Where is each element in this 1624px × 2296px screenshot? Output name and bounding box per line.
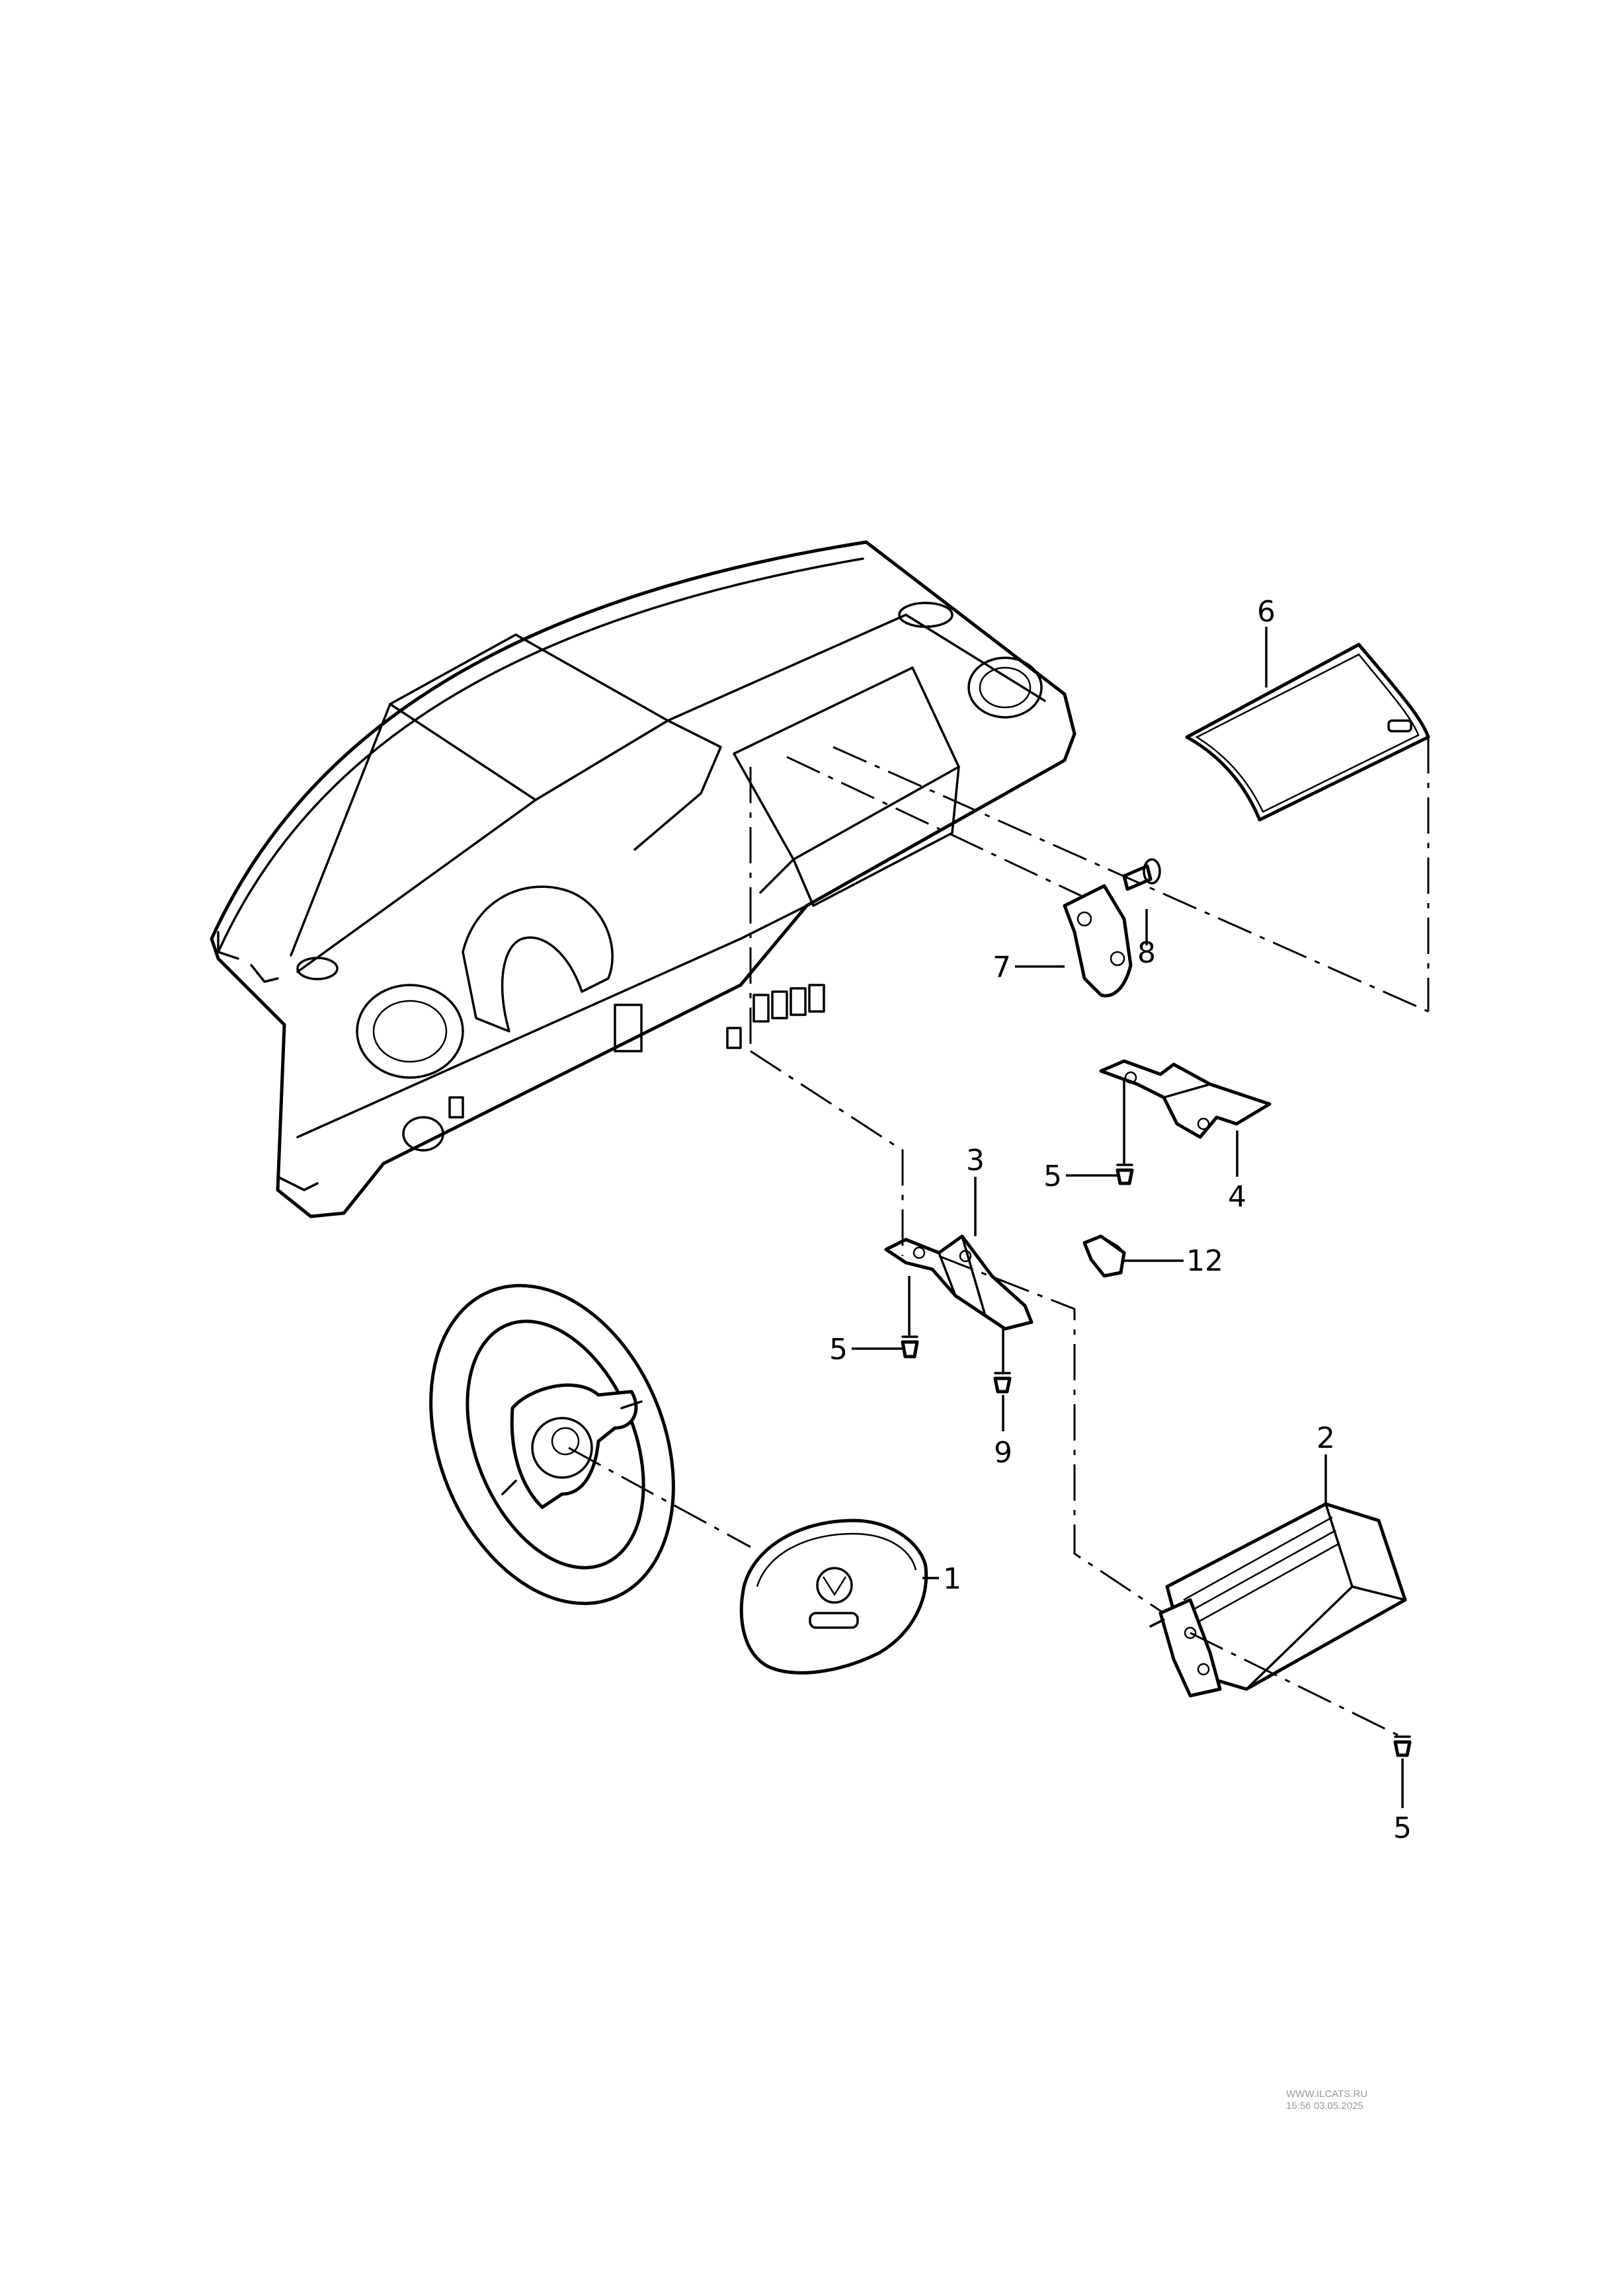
side-bracket: [1063, 884, 1133, 998]
driver-airbag: [739, 1519, 928, 1675]
passenger-airbag-module: [1149, 1502, 1407, 1698]
callout-1: 1: [943, 1562, 961, 1596]
mounting-bracket-4: [1099, 1059, 1272, 1139]
steering-wheel: [429, 1284, 675, 1605]
callout-5b: 5: [829, 1333, 848, 1366]
callout-3: 3: [966, 1144, 985, 1177]
watermark-site: WWW.ILCATS.RU: [1286, 2088, 1367, 2100]
watermark: WWW.ILCATS.RU 15:56 03.05.2025: [1286, 2088, 1367, 2112]
dashboard-panel: [210, 540, 1076, 1218]
callout-5a: 5: [1043, 1160, 1062, 1193]
airbag-cover-panel: [1185, 643, 1430, 822]
callout-labels: 6 7 8 5 4 3 12 5 9 2 1 5: [829, 595, 1412, 1845]
callout-6: 6: [1257, 595, 1276, 629]
clip-12: [1082, 1234, 1126, 1278]
callout-2: 2: [1317, 1421, 1335, 1455]
screw-9: [993, 1372, 1012, 1394]
callout-8: 8: [1137, 936, 1156, 970]
mounting-bracket-3: [884, 1234, 1034, 1331]
screw-5-middle: [901, 1335, 919, 1359]
callout-7: 7: [993, 951, 1011, 984]
screw-8: [1122, 858, 1161, 891]
assembly-lines: [568, 737, 1430, 1737]
callout-4: 4: [1228, 1180, 1246, 1214]
leader-lines: [852, 627, 1404, 1808]
callout-12: 12: [1186, 1244, 1223, 1278]
screw-5-lower: [1393, 1735, 1412, 1757]
callout-9: 9: [994, 1436, 1012, 1470]
screw-5-upper: [1116, 1164, 1134, 1185]
watermark-timestamp: 15:56 03.05.2025: [1286, 2100, 1363, 2112]
callout-5c: 5: [1393, 1811, 1412, 1845]
